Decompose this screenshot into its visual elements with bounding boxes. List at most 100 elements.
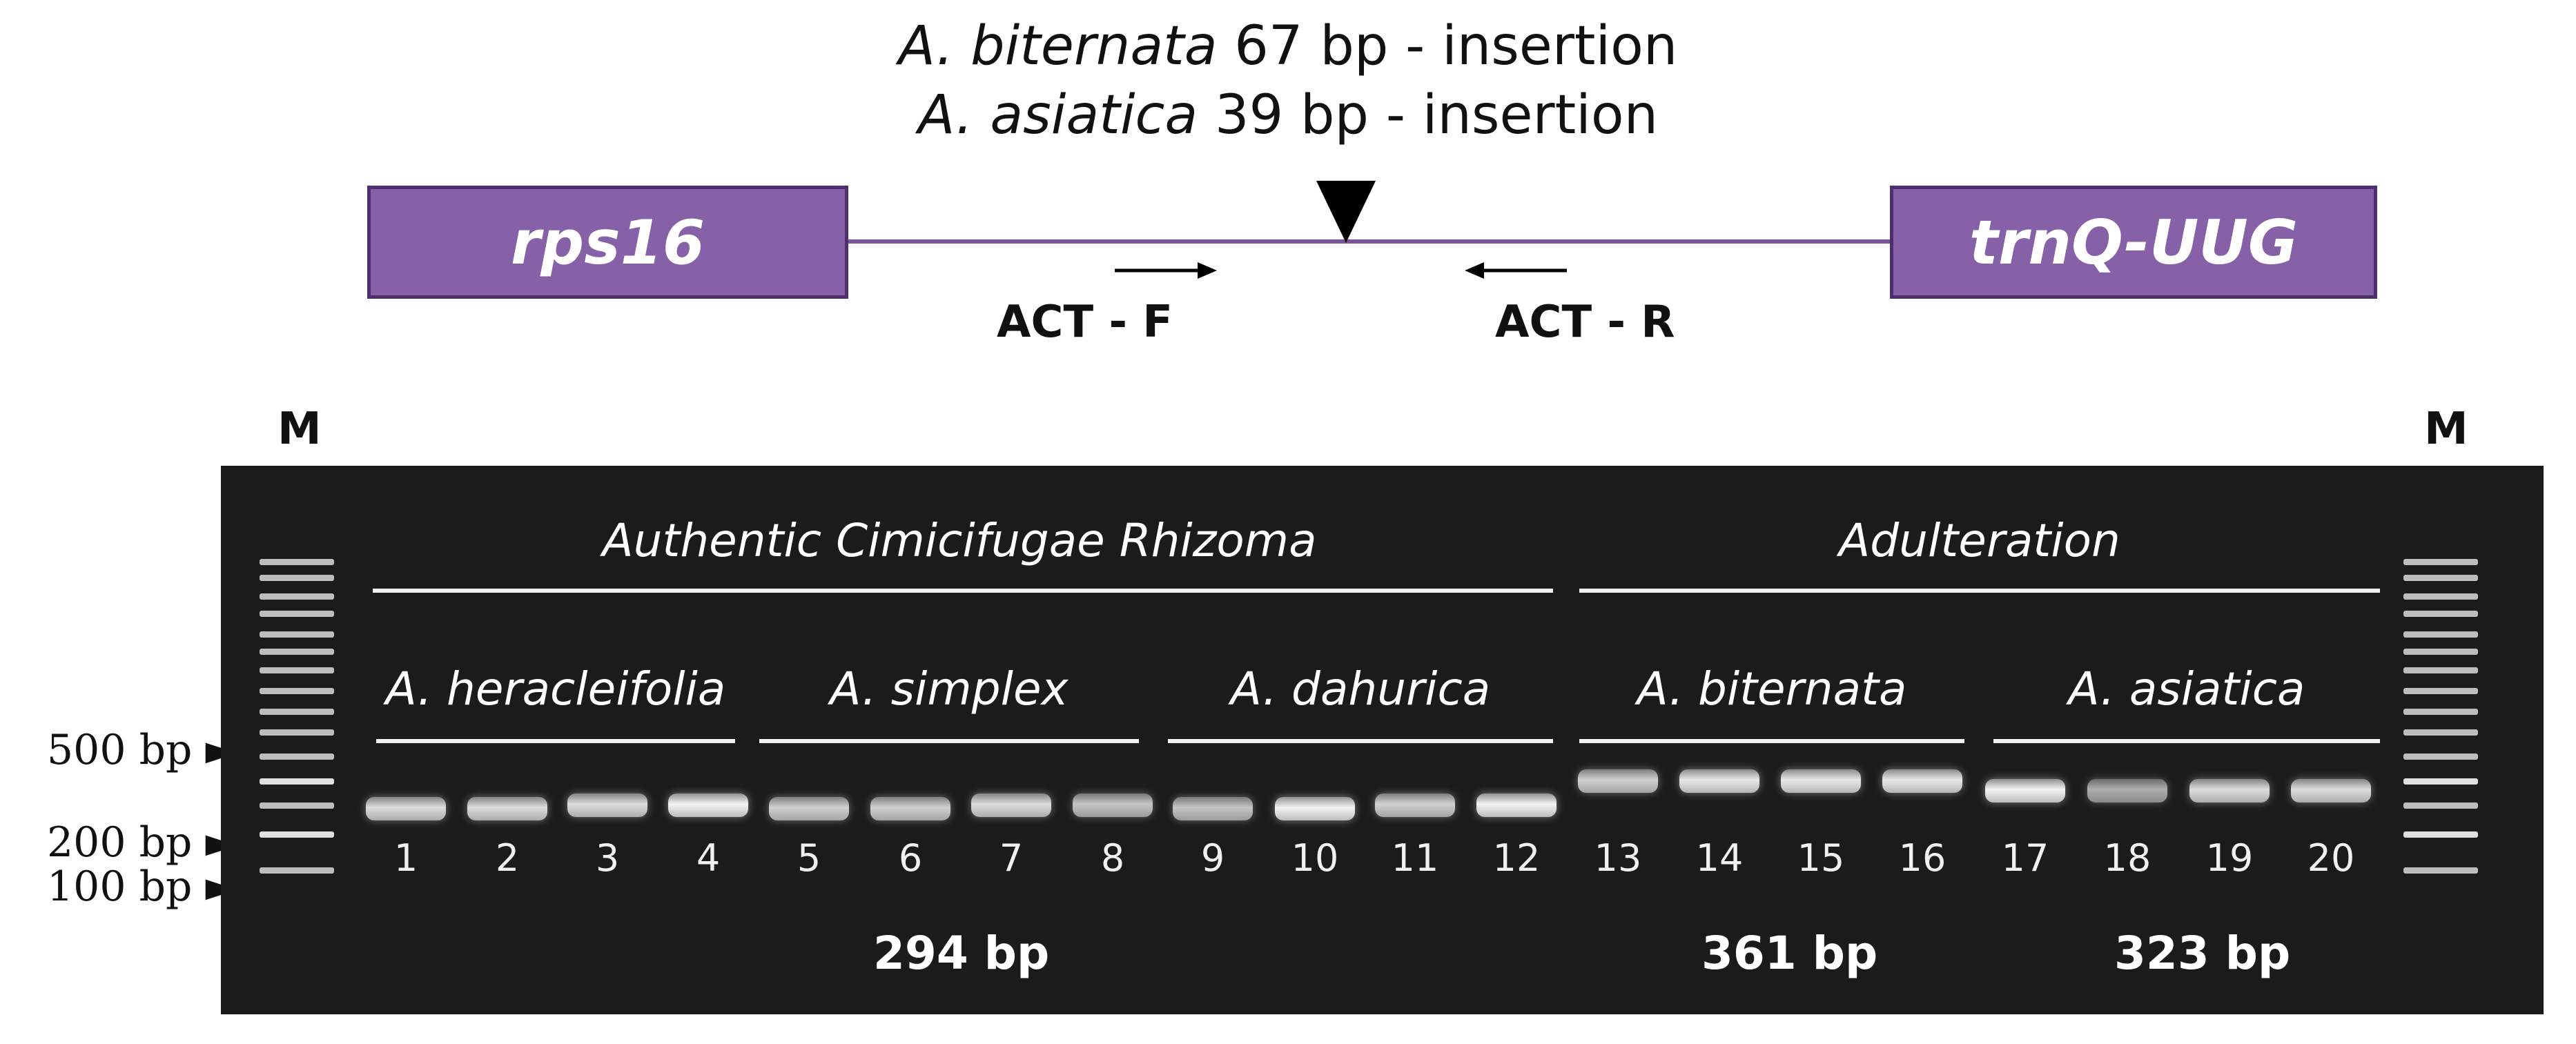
forward-primer-arrow <box>1115 262 1217 279</box>
lane-number: 12 <box>1492 836 1541 880</box>
pcr-band-lane-19 <box>2189 779 2270 802</box>
lane-number: 13 <box>1594 836 1642 880</box>
primer-label-reverse: ACT - R <box>1495 297 1675 348</box>
pcr-band-lane-10 <box>1275 797 1355 820</box>
pcr-band-lane-6 <box>870 797 950 820</box>
lane-number: 20 <box>2307 836 2355 880</box>
intergenic-line <box>846 239 1895 244</box>
pcr-band-lane-7 <box>971 794 1051 817</box>
product-size-294: 294 bp <box>873 927 1050 980</box>
gene-box-trnq: trnQ-UUG <box>1890 186 2377 299</box>
ladder-label-200: 200 bp ► <box>47 818 237 867</box>
gene-box-rps16: rps16 <box>367 186 848 299</box>
pcr-band-lane-11 <box>1375 794 1455 817</box>
ladder-band-right <box>2403 667 2478 673</box>
ladder-band-left <box>260 709 334 715</box>
lane-number: 6 <box>898 836 923 880</box>
ladder-band-right <box>2403 593 2478 600</box>
species-line-dahurica <box>1168 739 1553 743</box>
ladder-band-right <box>2403 649 2478 655</box>
species-line-asiatica <box>1993 739 2380 743</box>
pcr-band-lane-8 <box>1073 794 1153 817</box>
ladder-band-right <box>2403 754 2478 760</box>
lane-number: 18 <box>2103 836 2151 880</box>
ladder-band-right <box>2403 778 2478 785</box>
pcr-band-lane-17 <box>1985 779 2065 802</box>
ladder-band-right <box>2403 611 2478 617</box>
pcr-band-lane-16 <box>1882 769 1962 793</box>
lane-number: 14 <box>1695 836 1744 880</box>
ladder-band-left <box>260 575 334 581</box>
ladder-band-right <box>2403 802 2478 809</box>
ladder-band-left <box>260 559 334 565</box>
ladder-band-left <box>260 611 334 617</box>
lane-number: 7 <box>999 836 1024 880</box>
lane-number: 8 <box>1100 836 1125 880</box>
lane-number: 17 <box>2001 836 2049 880</box>
lane-number: 15 <box>1797 836 1845 880</box>
ladder-band-left <box>260 631 334 638</box>
lane-number: 1 <box>393 836 418 880</box>
pcr-band-lane-3 <box>567 794 647 817</box>
lane-number: 16 <box>1898 836 1946 880</box>
lane-number: 9 <box>1200 836 1225 880</box>
insertion-label-asiatica: A. asiatica 39 bp - insertion <box>0 88 2576 142</box>
lane-number: 11 <box>1391 836 1439 880</box>
lane-number: 10 <box>1291 836 1339 880</box>
pcr-band-lane-1 <box>366 797 446 820</box>
lane-number: 2 <box>495 836 520 880</box>
primer-label-forward: ACT - F <box>997 297 1173 348</box>
species-label-simplex: A. simplex <box>830 662 1069 716</box>
ladder-band-left <box>260 802 334 809</box>
pcr-band-lane-12 <box>1476 794 1557 817</box>
ladder-band-right <box>2403 729 2478 736</box>
ladder-label-100: 100 bp ► <box>47 863 237 911</box>
insertion-label-biternata: A. biternata 67 bp - insertion <box>0 19 2576 73</box>
ladder-band-left <box>260 778 334 785</box>
ladder-band-right <box>2403 709 2478 715</box>
species-line-simplex <box>759 739 1139 743</box>
ladder-band-left <box>260 867 334 874</box>
group-line-authentic <box>373 589 1553 593</box>
product-size-361: 361 bp <box>1701 927 1878 980</box>
group-label-authentic: Authentic Cimicifugae Rhizoma <box>602 514 1317 567</box>
group-line-adulteration <box>1579 589 2380 593</box>
species-name: A. asiatica <box>917 84 1198 146</box>
ladder-label-500: 500 bp ► <box>47 726 237 774</box>
gene-label-trnq: trnQ-UUG <box>1969 206 2299 278</box>
agarose-gel-image: Authentic Cimicifugae Rhizoma Adulterati… <box>221 466 2544 1014</box>
insertion-site-marker <box>1316 181 1376 243</box>
gene-label-rps16: rps16 <box>510 206 705 278</box>
pcr-band-lane-5 <box>769 797 849 820</box>
pcr-band-lane-18 <box>2087 779 2167 802</box>
pcr-band-lane-2 <box>467 797 547 820</box>
species-line-heracleifolia <box>376 739 735 743</box>
pcr-band-lane-20 <box>2291 779 2371 802</box>
ladder-band-left <box>260 831 334 838</box>
ladder-band-left <box>260 593 334 600</box>
ladder-band-right <box>2403 867 2478 874</box>
product-size-323: 323 bp <box>2114 927 2291 980</box>
species-label-dahurica: A. dahurica <box>1230 662 1491 716</box>
pcr-band-lane-15 <box>1781 769 1861 793</box>
species-name: A. biternata <box>898 15 1218 77</box>
pcr-band-lane-9 <box>1173 797 1253 820</box>
ladder-band-left <box>260 649 334 655</box>
marker-label-right: M <box>2424 404 2468 455</box>
marker-label-left: M <box>277 404 322 455</box>
ladder-band-left <box>260 754 334 760</box>
species-label-biternata: A. biternata <box>1637 662 1907 716</box>
lane-number: 3 <box>595 836 620 880</box>
species-line-biternata <box>1579 739 1964 743</box>
ladder-band-left <box>260 729 334 736</box>
ladder-band-right <box>2403 559 2478 565</box>
ladder-band-right <box>2403 831 2478 838</box>
group-label-adulteration: Adulteration <box>1839 514 2120 567</box>
species-label-asiatica: A. asiatica <box>2068 662 2305 716</box>
ladder-band-right <box>2403 575 2478 581</box>
ladder-band-left <box>260 667 334 673</box>
reverse-primer-arrow <box>1465 262 1567 279</box>
species-label-heracleifolia: A. heracleifolia <box>385 662 726 716</box>
lane-number: 19 <box>2205 836 2254 880</box>
insertion-text: 67 bp - insertion <box>1217 15 1678 77</box>
